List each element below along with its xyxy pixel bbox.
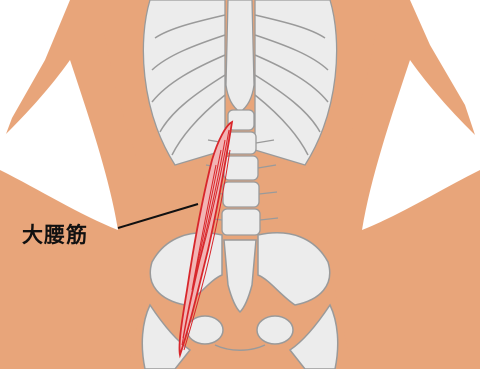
sternum (226, 0, 254, 112)
muscle-label: 大腰筋 (22, 219, 88, 249)
